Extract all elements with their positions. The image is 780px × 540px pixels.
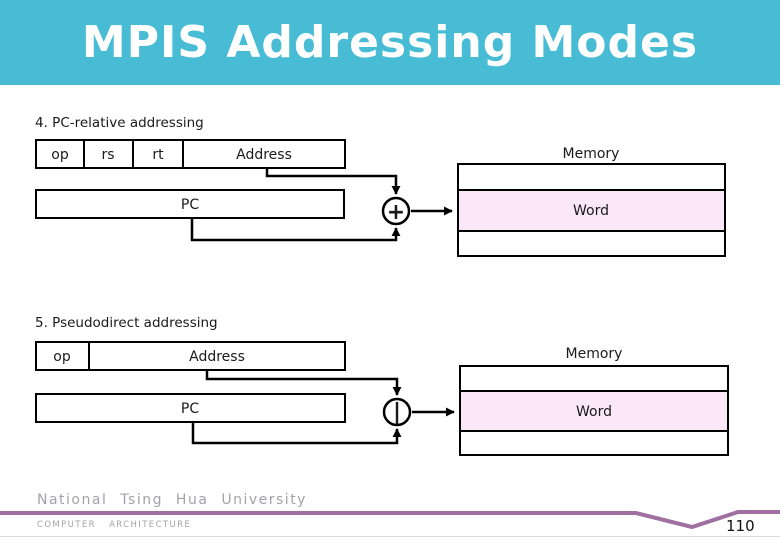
field-op: op	[53, 349, 71, 365]
concat-operator: |	[393, 400, 401, 425]
instruction-box	[35, 341, 346, 371]
pc-to-adder-wire	[190, 218, 401, 242]
memory-title: Memory	[566, 346, 623, 362]
section-heading: 5. Pseudodirect addressing	[35, 315, 218, 331]
page-number: 110	[726, 517, 755, 535]
title-bar: MPIS Addressing Modes	[0, 0, 780, 85]
footer-swoosh-line	[0, 510, 780, 530]
field-op: op	[51, 147, 69, 163]
university-name: National Tsing Hua University	[37, 492, 307, 508]
instruction-box	[35, 139, 346, 169]
adder-circle	[381, 196, 411, 226]
section-heading: 4. PC-relative addressing	[35, 115, 204, 131]
department-name: COMPUTER ARCHITECTURE	[37, 520, 192, 530]
slide-title: MPIS Addressing Modes	[81, 17, 699, 68]
pc-to-concat-wire	[191, 422, 402, 445]
word-label: Word	[573, 203, 609, 219]
word-row-highlight	[460, 391, 728, 431]
memory-box	[457, 163, 726, 257]
field-rs: rs	[101, 147, 114, 163]
adder-operator: +	[387, 200, 405, 225]
swoosh-polyline	[0, 510, 780, 530]
pc-label: PC	[181, 401, 199, 417]
address-to-concat-wire	[205, 370, 402, 396]
field-address: Address	[189, 349, 245, 365]
pc-label: PC	[181, 197, 199, 213]
field-address: Address	[236, 147, 292, 163]
field-rt: rt	[152, 147, 164, 163]
addressing-diagram: 4. PC-relative addressing op rs rt Addre…	[35, 115, 729, 456]
concat-circle	[382, 397, 412, 427]
pc-box	[35, 393, 346, 423]
word-label: Word	[576, 404, 612, 420]
word-row-highlight	[458, 190, 725, 231]
memory-box	[459, 365, 729, 456]
pc-box	[35, 189, 345, 219]
section-pseudodirect: 5. Pseudodirect addressing op Address PC…	[35, 315, 729, 456]
memory-title: Memory	[563, 146, 620, 162]
address-to-adder-wire	[265, 168, 401, 195]
section-pc-relative: 4. PC-relative addressing op rs rt Addre…	[35, 115, 726, 257]
bottom-divider	[0, 536, 780, 537]
